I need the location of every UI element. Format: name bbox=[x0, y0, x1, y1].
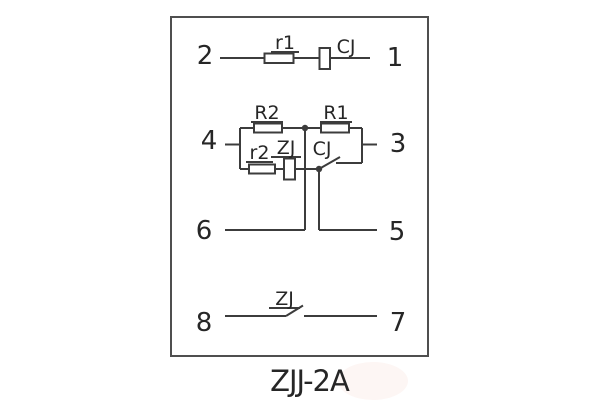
schematic-frame bbox=[170, 16, 429, 357]
terminal-6: 6 bbox=[195, 216, 213, 246]
resistor-r1 bbox=[263, 52, 295, 64]
label-R2: R2 bbox=[251, 104, 283, 123]
watermark-smudge bbox=[338, 362, 408, 400]
resistor-R1 bbox=[320, 122, 350, 134]
model-caption: ZJJ-2A bbox=[270, 364, 350, 398]
coil-zj-mid bbox=[283, 157, 296, 181]
label-r1: r1 bbox=[271, 34, 299, 53]
terminal-4: 4 bbox=[200, 126, 218, 156]
label-cj-mid: CJ bbox=[312, 138, 332, 160]
zj-contact-blade bbox=[285, 304, 304, 317]
resistor-R2 bbox=[253, 122, 283, 134]
label-zj-mid: ZJ bbox=[271, 139, 301, 158]
terminal-2: 2 bbox=[196, 41, 214, 71]
terminal-3: 3 bbox=[389, 129, 407, 159]
terminal-7: 7 bbox=[389, 308, 407, 338]
label-cj-top: CJ bbox=[336, 36, 356, 58]
label-r2: r2 bbox=[246, 144, 273, 163]
resistor-r2 bbox=[248, 163, 276, 175]
terminal-8: 8 bbox=[195, 308, 213, 338]
label-R1: R1 bbox=[320, 104, 352, 123]
label-zj-bottom: ZJ bbox=[269, 290, 300, 309]
junction-dot-bottom bbox=[315, 165, 323, 173]
coil-cj-top bbox=[318, 47, 331, 70]
cj-contact-blade bbox=[318, 156, 341, 170]
terminal-5: 5 bbox=[388, 217, 406, 247]
terminal-1: 1 bbox=[386, 43, 404, 73]
junction-dot-top bbox=[301, 124, 309, 132]
